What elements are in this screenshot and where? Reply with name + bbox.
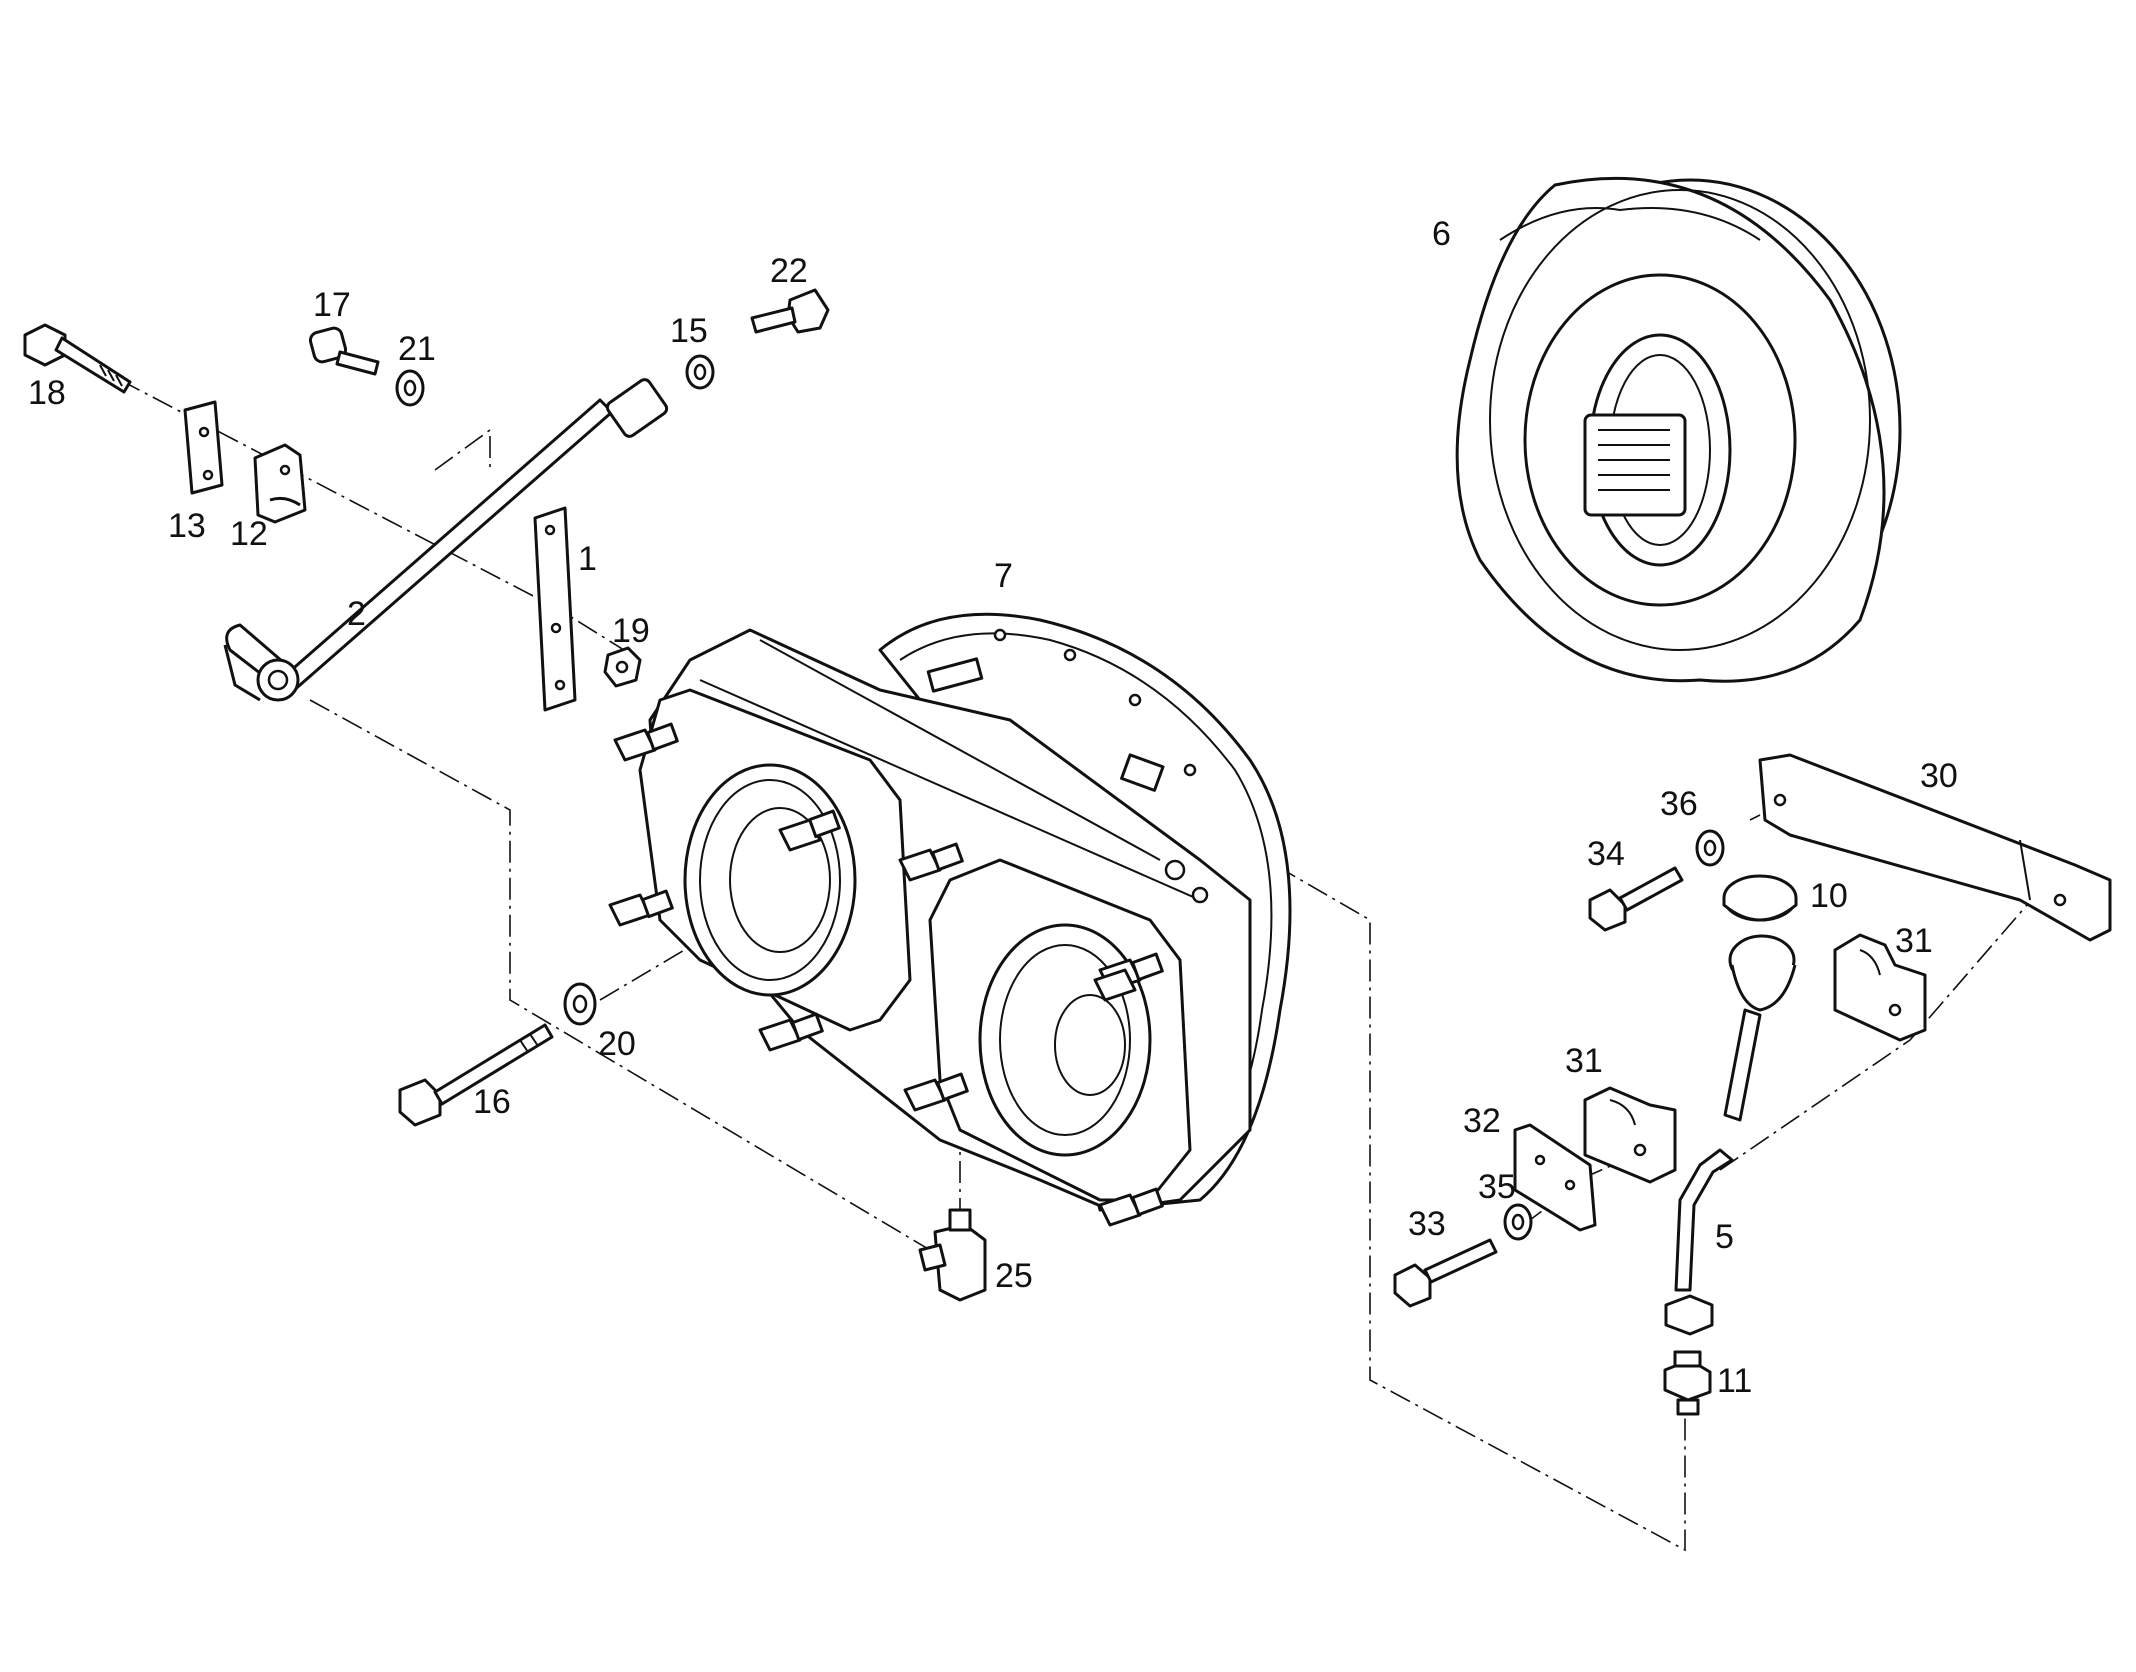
label-part-1: 1 — [578, 540, 597, 578]
label-part-32: 32 — [1463, 1102, 1501, 1140]
bolt-part-34 — [1588, 866, 1684, 932]
nut-part-19 — [603, 646, 642, 688]
label-part-35: 35 — [1478, 1168, 1516, 1206]
label-part-33: 33 — [1408, 1205, 1446, 1243]
label-part-11: 11 — [1717, 1362, 1752, 1400]
label-part-20: 20 — [598, 1025, 636, 1063]
label-part-15: 15 — [670, 312, 708, 350]
label-part-22: 22 — [770, 252, 808, 290]
bracket-part-13 — [183, 400, 224, 495]
label-part-30: 30 — [1920, 757, 1958, 795]
plate-part-32 — [1513, 1123, 1597, 1232]
part-number-labels: 1 2 5 6 7 10 11 12 13 15 16 17 18 19 20 … — [28, 215, 1958, 1400]
label-part-12: 12 — [230, 515, 268, 553]
strap-part-1 — [533, 506, 577, 712]
label-part-19: 19 — [612, 612, 650, 650]
fitting-part-11 — [1663, 1350, 1712, 1416]
bolt-part-33 — [1393, 1238, 1498, 1308]
fitting-part-25 — [918, 1208, 987, 1302]
label-part-16: 16 — [473, 1083, 511, 1121]
washer-part-15 — [685, 354, 715, 390]
bolt-part-16 — [398, 1023, 554, 1127]
label-part-13: 13 — [168, 507, 206, 545]
label-part-31-upper: 31 — [1895, 922, 1933, 960]
cap-part-10 — [1722, 874, 1798, 922]
washer-part-20 — [563, 982, 597, 1026]
label-part-6: 6 — [1432, 215, 1451, 253]
label-part-10: 10 — [1810, 877, 1848, 915]
bolt-part-17 — [308, 326, 380, 376]
label-part-25: 25 — [995, 1257, 1033, 1295]
coupling-ring-part-6 — [1455, 176, 1902, 683]
washer-part-36 — [1695, 829, 1725, 867]
label-part-2: 2 — [347, 595, 366, 633]
bolt-part-22 — [750, 288, 830, 334]
label-part-17: 17 — [313, 286, 351, 324]
label-part-5: 5 — [1715, 1218, 1734, 1256]
washer-part-35 — [1503, 1203, 1533, 1241]
label-part-36: 36 — [1660, 785, 1698, 823]
pump-housing-part-7 — [608, 612, 1292, 1227]
bracket-arm-part-30 — [1758, 753, 2112, 942]
clamp-half-part-31-lower — [1583, 1086, 1677, 1184]
clamp-half-part-31-upper — [1833, 933, 1927, 1042]
label-part-34: 34 — [1587, 835, 1625, 873]
label-part-18: 18 — [28, 374, 66, 412]
label-part-31-lower: 31 — [1565, 1042, 1603, 1080]
bent-rod-part-2 — [223, 378, 669, 702]
label-part-21: 21 — [398, 330, 436, 368]
washer-part-21 — [395, 369, 425, 407]
bolt-part-18 — [23, 323, 132, 394]
label-part-7: 7 — [994, 557, 1013, 595]
hose-part-5 — [1664, 934, 1797, 1336]
clamp-block-part-12 — [253, 443, 307, 524]
